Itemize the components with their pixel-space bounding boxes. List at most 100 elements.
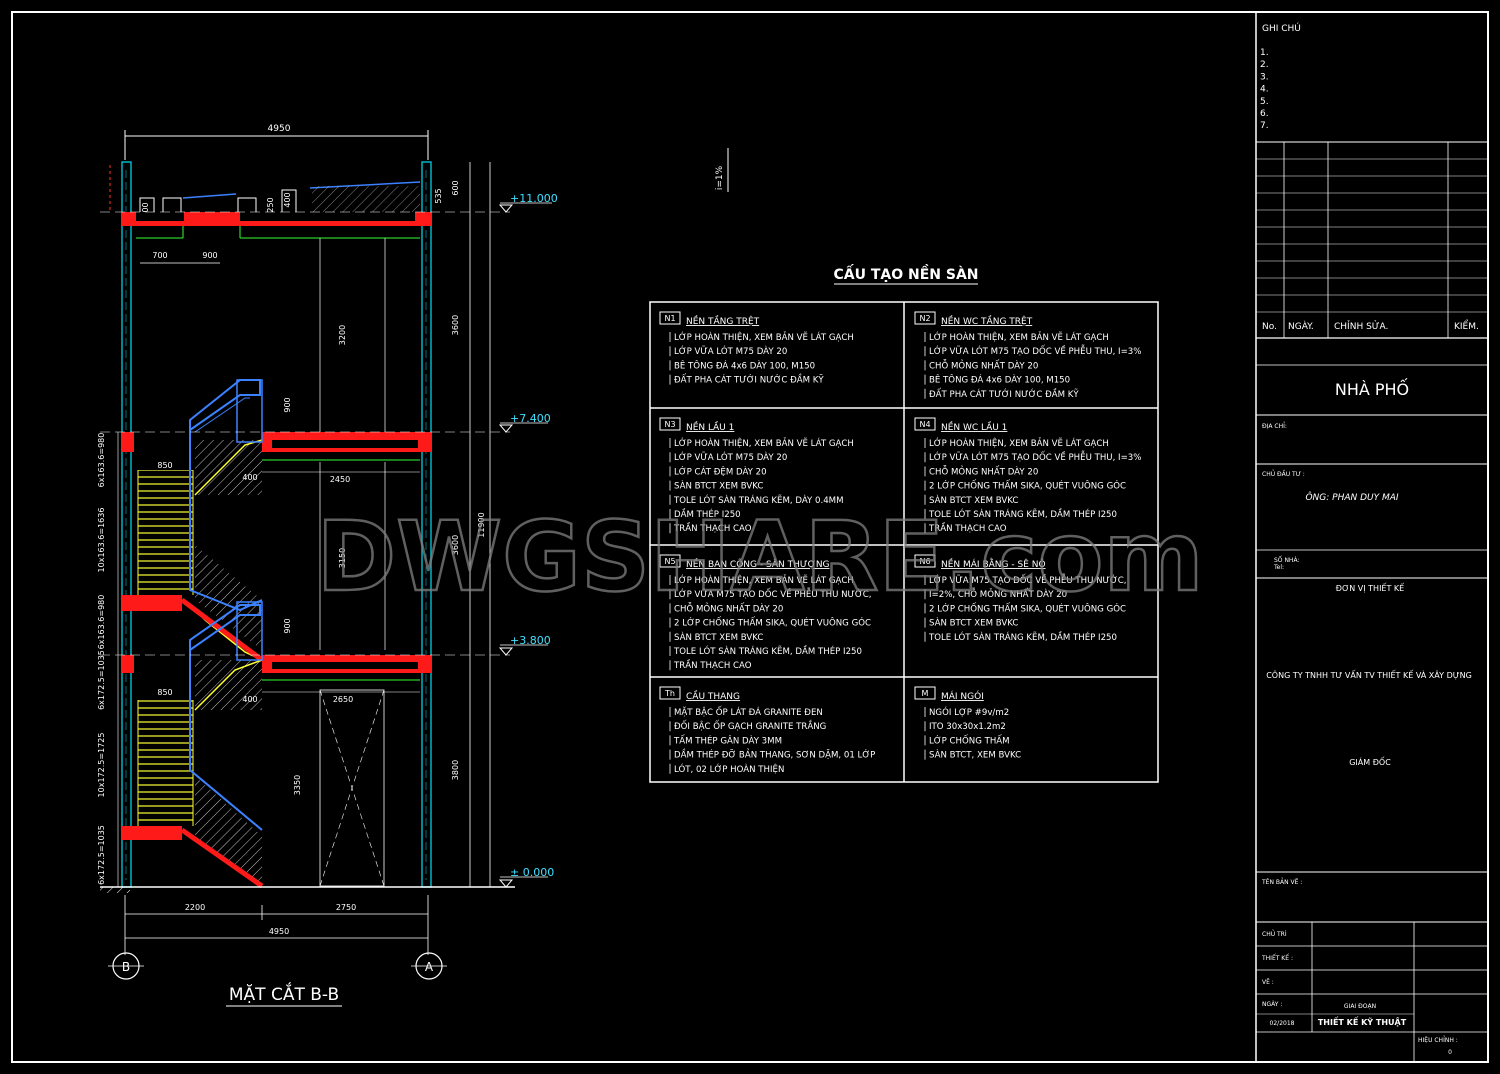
svg-text:NGÀY :: NGÀY : <box>1262 1001 1282 1008</box>
svg-text:6x163.6=980: 6x163.6=980 <box>97 595 106 650</box>
legend-line: LÓT, 02 LỚP HOÀN THIỆN <box>674 763 784 775</box>
legend-line: 2 LỚP CHỐNG THẤM SIKA, QUÉT VUÔNG GÓC <box>674 616 871 629</box>
stair-upper: 850 400 900 <box>137 379 292 662</box>
dim-bottom-right: 2750 <box>336 903 356 912</box>
svg-text:SỐ NHÀ:: SỐ NHÀ: <box>1274 556 1299 564</box>
dim-2450: 2450 <box>330 475 350 484</box>
svg-text:B: B <box>122 960 130 974</box>
legend-line: TOLE LÓT SÀN TRÁNG KẼM, DẦM THÉP I250 <box>928 630 1117 643</box>
legend-cell-title: MÁI NGÓI <box>941 690 984 702</box>
notes-label: GHI CHÚ <box>1262 22 1301 34</box>
legend-line: LỚP HOÀN THIỆN, XEM BẢN VẼ LÁT GẠCH <box>674 437 854 449</box>
legend-line: CHỖ MỎNG NHẤT DÀY 20 <box>674 601 783 614</box>
svg-text:HIỆU CHỈNH :: HIỆU CHỈNH : <box>1418 1036 1458 1044</box>
legend-line: CHỖ MỎNG NHẤT DÀY 20 <box>929 358 1038 371</box>
owner-name: ÔNG: PHAN DUY MAI <box>1305 491 1398 503</box>
level-marker-2: +7.400 <box>498 412 551 433</box>
svg-text:CHỈNH SỬA.: CHỈNH SỬA. <box>1334 320 1388 332</box>
dim-3600-mid: 3600 <box>451 535 460 555</box>
svg-text:GIÁM ĐỐC: GIÁM ĐỐC <box>1349 755 1391 767</box>
project-name: NHÀ PHỐ <box>1335 378 1409 399</box>
legend-line: NGÓI LỢP #9v/m2 <box>929 706 1009 718</box>
svg-text:TÊN BẢN VẼ :: TÊN BẢN VẼ : <box>1261 878 1302 886</box>
legend-line: TRẦN THẠCH CAO <box>928 521 1007 534</box>
svg-text:Tel:: Tel: <box>1273 564 1284 571</box>
stair-dims: 6x163.6=980 10x163.6=1636 6x163.6=980 6x… <box>97 432 119 887</box>
dim-3200: 3200 <box>338 325 347 345</box>
svg-text:± 0.000: ± 0.000 <box>510 866 554 879</box>
legend-line: DẦM THÉP I250 <box>674 507 741 520</box>
dim-rail-200: 200 <box>141 202 150 217</box>
legend-cell-title: NỀN MÁI BẰNG - SÊ NÔ <box>941 557 1046 570</box>
svg-text:+3.800: +3.800 <box>510 634 551 647</box>
dim-bottom-total: 4950 <box>269 927 289 936</box>
svg-text:NGÀY.: NGÀY. <box>1288 320 1314 332</box>
dim-11900: 11900 <box>477 512 486 537</box>
svg-text:CHỦ TRÌ: CHỦ TRÌ <box>1262 930 1287 938</box>
legend-line: ĐẤT PHA CÁT TƯỚI NƯỚC ĐẦM KỸ <box>674 373 824 386</box>
legend-line: TOLE LÓT SÀN TRÁNG KẼM, DẦM THÉP I250 <box>673 644 862 657</box>
legend-line: LỚP HOÀN THIỆN, XEM BẢN VẼ LÁT GẠCH <box>674 331 854 343</box>
legend-line: LỚP VỮA M75 TẠO DỐC VỀ PHỄU THU NƯỚC, <box>929 573 1126 586</box>
svg-text:10x172.5=1725: 10x172.5=1725 <box>97 733 106 798</box>
axis-bubble-a: A <box>411 952 447 980</box>
note-number: 6. <box>1260 109 1269 119</box>
note-number: 5. <box>1260 97 1269 107</box>
legend-line: MẶT BẬC ỐP LÁT ĐÁ GRANITE ĐEN <box>674 705 823 718</box>
legend-line: SÀN BTCT, XEM BVKC <box>929 749 1021 761</box>
legend-cell-title: NỀN WC TẦNG TRỆT <box>941 314 1033 327</box>
legend-code: N3 <box>664 420 675 429</box>
legend-line: DẦM THÉP ĐỠ BẢN THANG, SƠN DẶM, 01 LỚP <box>674 748 875 761</box>
left-wall <box>121 161 132 888</box>
dim-900: 900 <box>202 251 217 260</box>
legend-line: LỚP VỮA LÓT M75 DÀY 20 <box>674 451 787 463</box>
svg-text:CHỦ ĐẦU TƯ :: CHỦ ĐẦU TƯ : <box>1262 470 1305 478</box>
svg-text:6x172.5=1035: 6x172.5=1035 <box>97 650 106 710</box>
note-number: 7. <box>1260 121 1269 131</box>
legend-line: SÀN BTCT XEM BVKC <box>674 480 763 492</box>
legend-line: BÊ TÔNG ĐÁ 4x6 DÀY 100, M150 <box>674 359 815 371</box>
svg-text:02/2018: 02/2018 <box>1270 1020 1295 1027</box>
svg-text:ĐƠN VỊ THIẾT KẾ: ĐƠN VỊ THIẾT KẾ <box>1336 582 1405 594</box>
svg-text:0: 0 <box>1448 1049 1452 1056</box>
dim-600: 600 <box>451 180 460 195</box>
legend-code: N1 <box>664 314 675 323</box>
legend-code: M <box>922 689 929 698</box>
note-number: 4. <box>1260 85 1269 95</box>
dim-rail-400: 400 <box>283 192 292 207</box>
landing-slab-1 <box>122 595 182 611</box>
legend-line: 2 LỚP CHỐNG THẤM SIKA, QUÉT VUÔNG GÓC <box>929 479 1126 492</box>
dim-rail-250: 250 <box>266 197 275 212</box>
legend-line: SÀN BTCT XEM BVKC <box>929 494 1018 506</box>
legend-line: LỚP VỮA LÓT M75 DÀY 20 <box>674 345 787 357</box>
landing-slab-0 <box>122 826 182 840</box>
level-marker-1: +3.800 <box>498 634 551 656</box>
legend-line: BÊ TÔNG ĐÁ 4x6 DÀY 100, M150 <box>929 374 1070 386</box>
svg-text:VẼ :: VẼ : <box>1262 979 1274 986</box>
legend-line: ĐẤT PHA CÁT TƯỚI NƯỚC ĐẦM KỸ <box>929 387 1079 400</box>
legend-code: N4 <box>919 420 930 429</box>
dim-top: 4950 <box>268 124 291 134</box>
legend-code: N6 <box>919 557 930 566</box>
stair-lower: 850 400 900 <box>137 601 292 889</box>
svg-text:GIAI ĐOẠN: GIAI ĐOẠN <box>1344 1003 1376 1010</box>
slope-label: i=1% <box>715 165 725 190</box>
section-drawing: 4950 200 250 400 535 600 700 900 <box>97 124 729 1007</box>
svg-text:+11.000: +11.000 <box>510 192 558 205</box>
legend-title: CẤU TẠO NỀN SÀN <box>833 263 978 283</box>
legend-line: LỚP CÁT ĐỆM DÀY 20 <box>674 465 767 477</box>
legend-line: LỚP HOÀN THIỆN, XEM BẢN VẼ LÁT GẠCH <box>929 331 1109 343</box>
legend-line: 2 LỚP CHỐNG THẤM SIKA, QUÉT VUÔNG GÓC <box>929 601 1126 614</box>
legend-code: N2 <box>919 314 930 323</box>
svg-text:THIẾT KẾ :: THIẾT KẾ : <box>1261 954 1293 962</box>
legend-line: TRẦN THẠCH CAO <box>673 658 752 671</box>
legend-cell-n6: N6 NỀN MÁI BẰNG - SÊ NÔ LỚP VỮA M75 TẠO DỐ… <box>914 554 1126 643</box>
legend-line: ĐỐI BẬC ỐP GẠCH GRANITE TRẮNG <box>674 719 826 732</box>
svg-text:A: A <box>425 960 434 974</box>
legend-line: LỚP VỮA M75 TẠO DỐC VỀ PHỄU THU NƯỚC, <box>674 587 871 600</box>
legend-line: TOLE LÓT SÀN TRÁNG KẼM, DẦM THÉP I250 <box>928 507 1117 520</box>
